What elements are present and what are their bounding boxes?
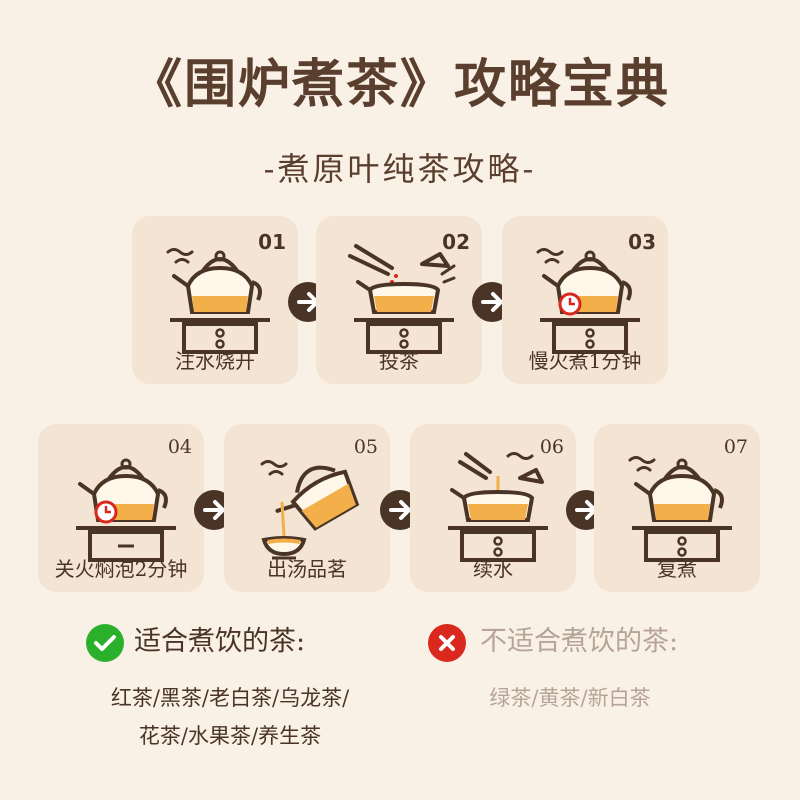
step-number: 05 (353, 436, 378, 458)
cross-icon (428, 624, 466, 662)
step-label: 续水 (473, 557, 513, 581)
step-card-02: 02 投茶 (316, 216, 482, 384)
step-card-05: 05 出汤品茗 (224, 424, 390, 592)
kettle-on-stove-icon (166, 248, 270, 354)
refill-water-icon (448, 452, 548, 562)
step-number: 01 (258, 230, 286, 254)
suitable-tea-list-line1: 红茶/黑茶/老白茶/乌龙茶/ (110, 686, 350, 710)
step-number: 06 (539, 436, 564, 458)
step-label: 慢火煮1分钟 (528, 349, 642, 373)
check-icon (86, 624, 124, 662)
step-label: 注水烧开 (175, 349, 255, 373)
kettle-timer-off-icon (76, 458, 176, 562)
page-subtitle: -煮原叶纯茶攻略- (263, 150, 537, 188)
step-label: 复煮 (657, 557, 697, 581)
suitable-tea-list-line2: 花茶/水果茶/养生茶 (138, 724, 322, 748)
step-number: 07 (723, 436, 748, 458)
kettle-timer-icon (536, 248, 640, 354)
step-label: 投茶 (379, 349, 419, 373)
step-number: 02 (442, 230, 470, 254)
step-number: 03 (628, 230, 656, 254)
step-card-03: 03 慢火煮1分钟 (502, 216, 668, 384)
reboil-kettle-icon (628, 456, 732, 562)
unsuitable-tea-list: 绿茶/黄茶/新白茶 (489, 686, 651, 710)
pour-tea-icon (260, 460, 360, 560)
step-label: 关火焖泡2分钟 (54, 557, 188, 581)
unsuitable-heading: 不适合煮饮的茶: (480, 626, 679, 657)
page-title: 《围炉煮茶》攻略宝典 (129, 54, 670, 115)
step-card-04: 04 关火焖泡2分钟 (38, 424, 204, 592)
step-number: 04 (167, 436, 192, 458)
step-card-07: 07 复煮 (594, 424, 760, 592)
step-label: 出汤品茗 (267, 557, 347, 581)
step-card-06: 06 续水 (410, 424, 576, 592)
step-card-01: 01 注水烧开 (132, 216, 298, 384)
add-tea-icon (348, 244, 456, 354)
suitable-heading: 适合煮饮的茶: (134, 626, 306, 657)
